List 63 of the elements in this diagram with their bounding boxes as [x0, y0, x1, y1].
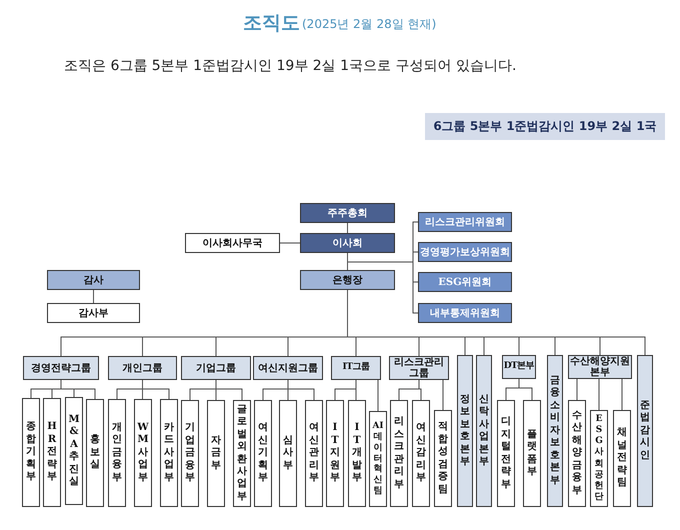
- committee-box: ESG위원회: [418, 272, 512, 292]
- department-box: 여신기획부: [254, 400, 272, 507]
- group-box: IT그룹: [331, 356, 381, 380]
- department-box: 이사회사무국: [185, 233, 280, 253]
- department-box: 플랫폼부: [523, 400, 541, 507]
- connector-line: [598, 378, 600, 410]
- executive-box: 은행장: [300, 270, 395, 290]
- connector-line: [216, 380, 242, 400]
- group-box: 기업그룹: [181, 356, 251, 380]
- committee-box: 리스크관리위원회: [418, 212, 512, 232]
- department-box: M&A추진실: [65, 397, 83, 505]
- department-box: ESG사회공헌단: [590, 410, 608, 507]
- committee-box: 경영평가보상위원회: [418, 242, 512, 262]
- executive-box: 감사: [47, 270, 140, 290]
- connector-line: [93, 290, 94, 304]
- department-box: IT지원부: [326, 400, 344, 507]
- connector-line: [442, 380, 444, 410]
- department-box: 종합기획부: [22, 398, 40, 507]
- department-box: 감사부: [47, 303, 140, 323]
- department-box: 여신관리부: [305, 400, 323, 507]
- summary-box: 6그룹 5본부 1준법감시인 19부 2실 1국: [425, 113, 665, 140]
- connector-line: [518, 378, 532, 400]
- department-box: 카드사업부: [160, 399, 178, 507]
- group-box: 수산해양지원본부: [568, 355, 632, 379]
- board-box: 이사회: [300, 233, 395, 253]
- connector-line: [347, 222, 348, 234]
- division-box: 준법감시인: [637, 355, 653, 507]
- department-box: 여신감리부: [412, 400, 430, 507]
- connector-line: [288, 380, 314, 400]
- department-box: 글로벌외환사업부: [233, 400, 251, 507]
- division-box: 정보보호본부: [457, 355, 473, 507]
- department-box: 자금부: [207, 400, 225, 507]
- connector-line: [142, 380, 170, 400]
- department-box: 리스크관리부: [390, 400, 408, 507]
- title: 조직도: [243, 11, 300, 36]
- department-box: 홍보실: [86, 399, 104, 507]
- department-box: 채널전략팀: [613, 410, 631, 507]
- department-box: 수산해양금융부: [568, 400, 586, 507]
- division-box: 신탁사업본부: [476, 355, 492, 507]
- department-box: 디지털전략부: [497, 400, 515, 507]
- department-box: IT개발부: [348, 400, 366, 507]
- division-box: 금융소비자보호본부: [547, 355, 563, 507]
- department-box: 심사부: [279, 400, 297, 507]
- connector-line: [576, 378, 578, 400]
- group-box: 리스크관리그룹: [389, 356, 449, 380]
- date-note: (2025년 2월 28일 현재): [302, 16, 436, 33]
- group-box: 경영전략그룹: [23, 356, 99, 380]
- department-box: WM사업부: [134, 399, 152, 507]
- connector-line: [347, 252, 418, 314]
- committee-box: 내부통제위원회: [418, 303, 512, 323]
- group-box: DT본부: [502, 355, 536, 379]
- connector-line: [60, 380, 96, 400]
- intro-text: 조직은 6그룹 5본부 1준법감시인 19부 2실 1국으로 구성되어 있습니다.: [64, 57, 516, 75]
- department-box: AI데이터혁신팀: [369, 411, 387, 507]
- board-box: 주주총회: [300, 203, 395, 223]
- connector-line: [418, 380, 422, 400]
- group-box: 여신지원그룹: [253, 356, 323, 380]
- group-box: 개인그룹: [108, 356, 177, 380]
- department-box: 개인금융부: [108, 399, 126, 507]
- department-box: 적합성검증팀: [434, 410, 452, 507]
- connector-line: [280, 242, 300, 244]
- department-box: HR전략부: [43, 398, 61, 507]
- department-box: 기업금융부: [181, 400, 199, 507]
